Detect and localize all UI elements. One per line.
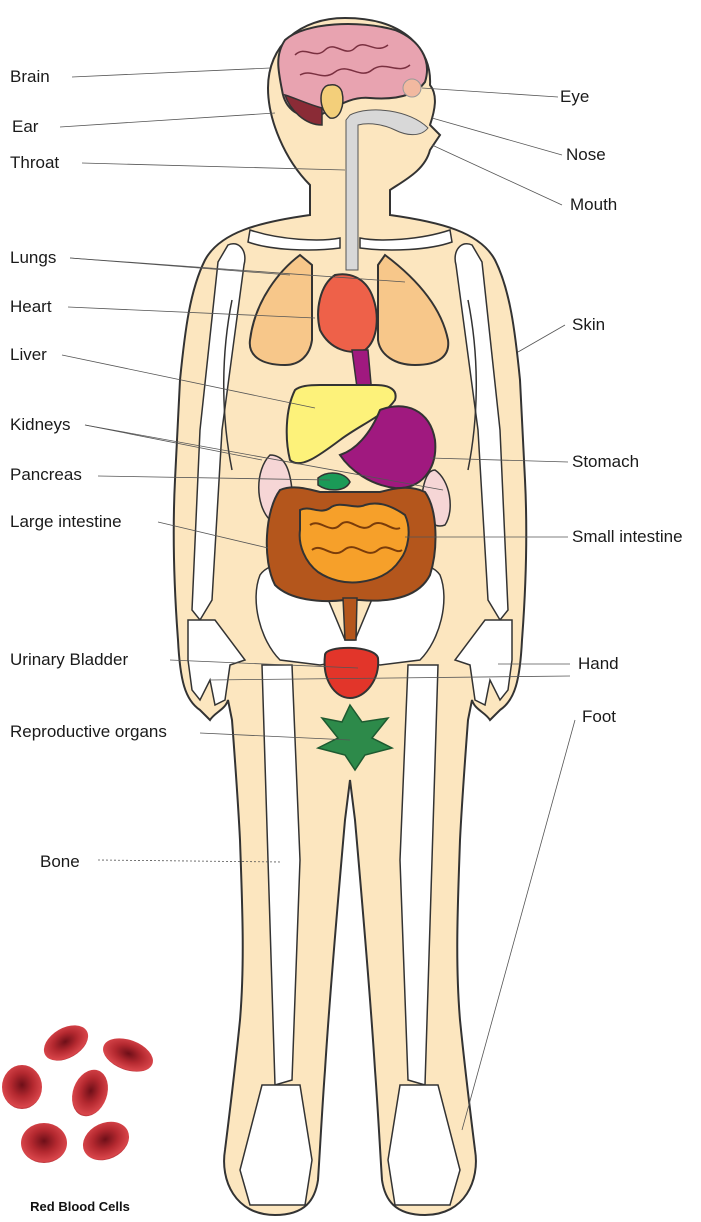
label-heart: Heart xyxy=(10,297,52,317)
red-blood-cells-caption: Red Blood Cells xyxy=(0,1199,160,1214)
label-stomach: Stomach xyxy=(572,452,639,472)
red-blood-cell xyxy=(77,1115,136,1168)
red-blood-cells-inset: Red Blood Cells xyxy=(0,995,198,1222)
leader-brain xyxy=(72,68,270,77)
red-blood-cell xyxy=(2,1065,42,1109)
rectum-shape xyxy=(343,598,357,640)
label-skin: Skin xyxy=(572,315,605,335)
label-liver: Liver xyxy=(10,345,47,365)
leader-ear xyxy=(60,113,275,127)
label-brain: Brain xyxy=(10,67,50,87)
eye-shape xyxy=(403,79,421,97)
rbc-group xyxy=(2,1018,158,1167)
label-bone: Bone xyxy=(40,852,80,872)
label-reproductive-organs: Reproductive organs xyxy=(10,722,167,742)
leader-foot xyxy=(462,720,575,1130)
label-lungs: Lungs xyxy=(10,248,56,268)
leader-eye xyxy=(422,88,558,97)
label-pancreas: Pancreas xyxy=(10,465,82,485)
label-kidneys: Kidneys xyxy=(10,415,70,435)
red-blood-cell xyxy=(38,1018,95,1068)
label-eye: Eye xyxy=(560,87,589,107)
label-small-intestine: Small intestine xyxy=(572,527,683,547)
red-blood-cell xyxy=(21,1123,67,1163)
label-nose: Nose xyxy=(566,145,606,165)
label-hand: Hand xyxy=(578,654,619,674)
label-ear: Ear xyxy=(12,117,38,137)
heart-shape xyxy=(318,274,377,352)
leader-mouth xyxy=(432,145,562,205)
label-large-intestine: Large intestine xyxy=(10,512,122,532)
red-blood-cells-image xyxy=(0,995,198,1195)
label-mouth: Mouth xyxy=(570,195,617,215)
label-foot: Foot xyxy=(582,707,616,727)
label-throat: Throat xyxy=(10,153,59,173)
pancreas-shape xyxy=(318,473,350,490)
red-blood-cell xyxy=(66,1065,114,1122)
leader-nose xyxy=(432,118,562,155)
red-blood-cell xyxy=(98,1032,157,1078)
leader-skin xyxy=(518,325,565,352)
label-urinary-bladder: Urinary Bladder xyxy=(10,650,128,670)
